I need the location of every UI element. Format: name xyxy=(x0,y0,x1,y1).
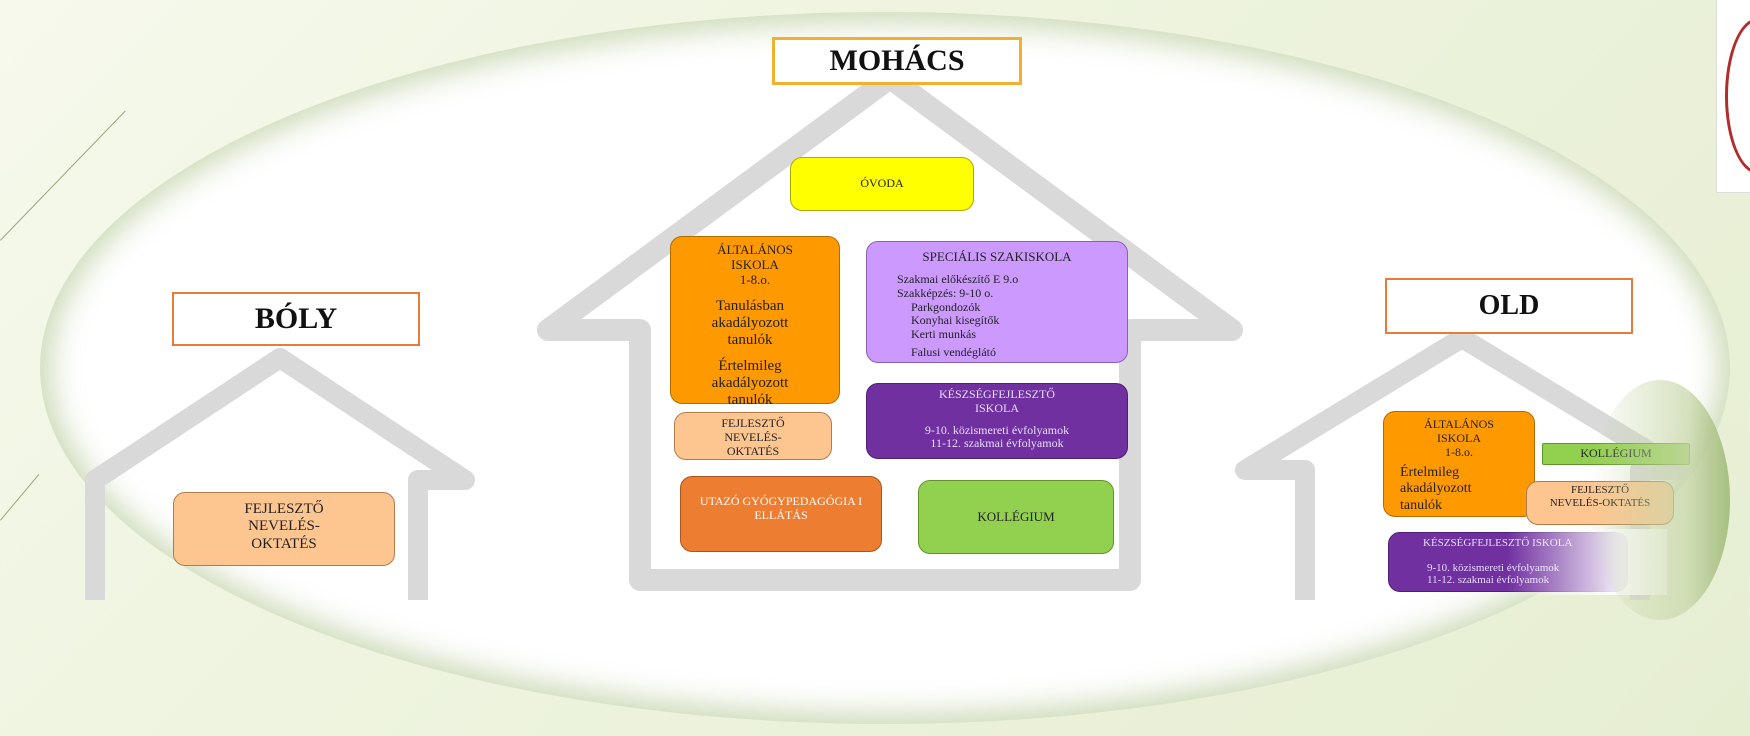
old-altalanos-title: ÁLTALÁNOS ISKOLA xyxy=(1424,417,1494,445)
oval-edge-fade xyxy=(1590,380,1730,620)
specialis-line-3: Parkgondozók xyxy=(911,299,981,314)
mohacs-fejleszto-box: FEJLESZTŐ NEVELÉS-OKTATÉS xyxy=(674,412,832,460)
diagram-oval xyxy=(40,12,1730,724)
old-keszseg-line-2: 11-12. szakmai évfolyamok xyxy=(1427,574,1550,587)
altalanos-group-2: Értelmileg akadályozott tanulók xyxy=(711,357,789,409)
specialis-line-6: Falusi vendéglátó xyxy=(911,344,996,359)
altalanos-group-1: Tanulásban akadályozott tanulók xyxy=(711,297,789,349)
boly-fejleszto-label: FEJLESZTŐ NEVELÉS-OKTATÉS xyxy=(244,501,324,552)
boly-fejleszto-box: FEJLESZTŐ NEVELÉS-OKTATÉS xyxy=(173,492,395,566)
mohacs-fejleszto-label: FEJLESZTŐ NEVELÉS-OKTATÉS xyxy=(721,416,785,458)
old-altalanos-grades: 1-8.o. xyxy=(1445,444,1473,459)
utazo-label: UTAZÓ GYÓGYPEDAGÓGIA I ELLÁTÁS xyxy=(699,494,863,522)
old-keszsegfejleszto-box: KÉSZSÉGFEJLESZTŐ ISKOLA 9-10. közismeret… xyxy=(1388,529,1667,595)
specialis-line-4: Konyhai kisegítők xyxy=(911,313,1000,328)
keszseg-line-1: 9-10. közismereti évfolyamok xyxy=(924,422,1070,437)
altalanos-title: ÁLTALÁNOS ISKOLA xyxy=(717,242,793,272)
old-keszseg-title: KÉSZSÉGFEJLESZTŐ ISKOLA xyxy=(1423,537,1573,549)
logo xyxy=(1716,0,1750,193)
specialis-line-5: Kerti munkás xyxy=(911,327,976,342)
boly-title: BÓLY xyxy=(172,292,420,346)
keszsegfejleszto-box: KÉSZSÉGFEJLESZTŐ ISKOLA 9-10. közismeret… xyxy=(866,383,1128,459)
specialis-line-1: Szakmai előkészítő E 9.o xyxy=(897,271,1019,286)
mohacs-title: MOHÁCS xyxy=(772,37,1022,85)
specialis-szakiskola-box: SPECIÁLIS SZAKISKOLA Szakmai előkészítő … xyxy=(866,241,1128,363)
mohacs-house-outline xyxy=(537,67,1243,591)
ovoda-box: ÓVODA xyxy=(790,157,974,211)
old-keszseg-line-1: 9-10. közismereti évfolyamok xyxy=(1427,561,1560,574)
specialis-title: SPECIÁLIS SZAKISKOLA xyxy=(922,249,1072,264)
utazo-gyogypedagogia-box: UTAZÓ GYÓGYPEDAGÓGIA I ELLÁTÁS xyxy=(680,476,882,552)
mohacs-kollegium-label: KOLLÉGIUM xyxy=(977,508,1055,524)
altalanos-grades: 1-8.o. xyxy=(739,271,771,287)
ovoda-label: ÓVODA xyxy=(860,176,904,191)
old-altalanos-group: Értelmileg akadályozott tanulók xyxy=(1400,465,1472,513)
old-altalanos-iskola-box: ÁLTALÁNOS ISKOLA 1-8.o. Értelmileg akadá… xyxy=(1383,411,1535,517)
keszseg-title: KÉSZSÉGFEJLESZTŐ ISKOLA xyxy=(938,387,1055,415)
old-title: OLD xyxy=(1385,278,1633,334)
boly-house-outline xyxy=(85,348,475,600)
specialis-line-2: Szakképzés: 9-10 o. xyxy=(897,285,994,300)
keszseg-line-2: 11-12. szakmai évfolyamok xyxy=(930,436,1064,451)
mohacs-kollegium-box: KOLLÉGIUM xyxy=(918,480,1114,554)
mohacs-altalanos-iskola-box: ÁLTALÁNOS ISKOLA 1-8.o. Tanulásban akadá… xyxy=(670,236,840,408)
